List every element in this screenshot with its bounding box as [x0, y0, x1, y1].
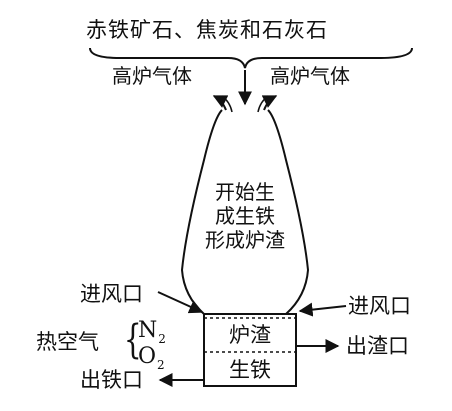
air-inlet-arrow-left	[157, 291, 204, 314]
furnace-wall-right	[267, 109, 310, 386]
nitrogen-formula: N2	[138, 318, 166, 347]
top-gas-label-right: 高炉气体	[270, 64, 350, 88]
hot-air-label: 热空气	[36, 330, 99, 354]
slag-layer-label: 炉渣	[229, 323, 271, 347]
reaction-zone-line2: 成生铁	[215, 204, 275, 228]
gas-arrow-right-2	[257, 95, 269, 113]
iron-layer-label: 生铁	[229, 358, 271, 382]
air-inlet-label-left: 进风口	[80, 282, 143, 306]
reaction-zone-line3: 形成炉渣	[205, 228, 285, 252]
hearth-box	[203, 313, 297, 387]
raw-materials-label: 赤铁矿石、焦炭和石灰石	[86, 18, 328, 42]
gas-arrow-left	[212, 95, 229, 111]
hot-air-brace: {	[123, 317, 142, 363]
gas-arrow-right	[261, 95, 278, 111]
iron-outlet-label: 出铁口	[80, 368, 143, 392]
gas-arrow-left-2	[221, 95, 233, 113]
air-inlet-label-right: 进风口	[348, 294, 411, 318]
oxygen-formula: O2	[138, 344, 165, 373]
slag-outlet-label: 出渣口	[346, 334, 409, 358]
top-gas-label-left: 高炉气体	[112, 64, 192, 88]
raw-materials-brace	[89, 47, 413, 69]
reaction-zone-line1: 开始生	[215, 180, 275, 204]
furnace-wall-left	[180, 109, 223, 386]
air-inlet-arrow-right	[298, 302, 347, 317]
